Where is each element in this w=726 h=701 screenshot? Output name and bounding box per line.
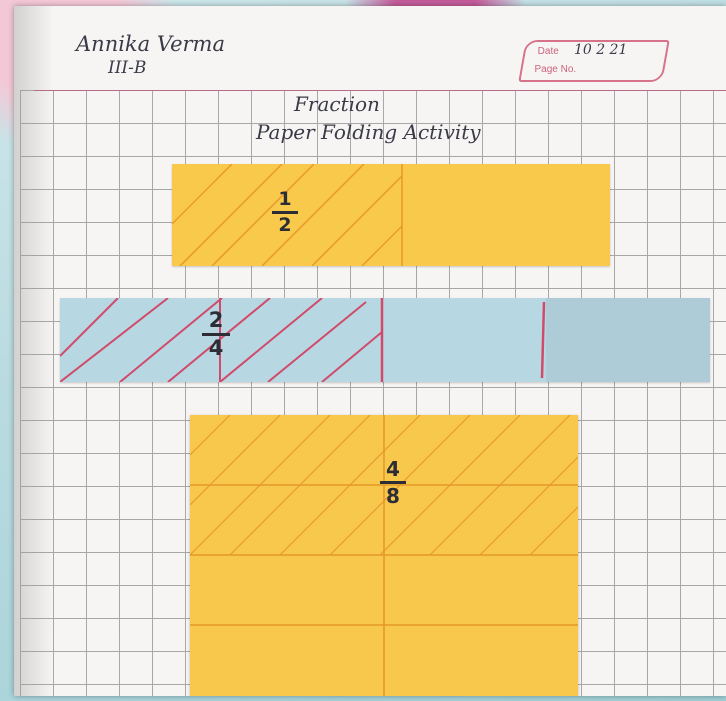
notebook-page: Annika Verma III-B Date 10 2 21 Page No.… [14,6,726,696]
quarter-paper-strip: 2 4 [60,298,710,382]
eighth-paper-sheet: 4 8 [190,415,578,696]
fraction-one-half: 1 2 [272,190,298,235]
eighth-sheet-hatching [190,415,578,696]
half-strip-hatching [172,164,610,266]
half-paper-strip: 1 2 [172,164,610,266]
student-name: Annika Verma [76,32,225,56]
fraction-denominator: 8 [380,486,406,506]
quarter-shadow-segment [546,298,710,382]
fraction-two-quarters: 2 4 [202,310,230,359]
date-label: Date [538,46,559,57]
quarter-strip-hatching [60,298,710,382]
eighth-fold-lines [190,415,578,696]
fraction-numerator: 4 [380,459,406,479]
fraction-denominator: 2 [272,216,298,235]
page-subtitle: Paper Folding Activity [256,120,481,144]
fraction-denominator: 4 [202,338,230,359]
fraction-numerator: 1 [272,190,298,209]
page-title: Fraction [294,92,380,116]
fraction-four-eighths: 4 8 [380,459,406,506]
fraction-numerator: 2 [202,310,230,331]
header-rule-line [34,90,726,91]
date-value: 10 2 21 [574,42,627,58]
page-number-label: Page No. [535,64,577,75]
quarter-fold-line-3 [542,302,544,378]
date-stamp-box: Date 10 2 21 Page No. [518,40,669,82]
student-class: III-B [108,58,146,78]
